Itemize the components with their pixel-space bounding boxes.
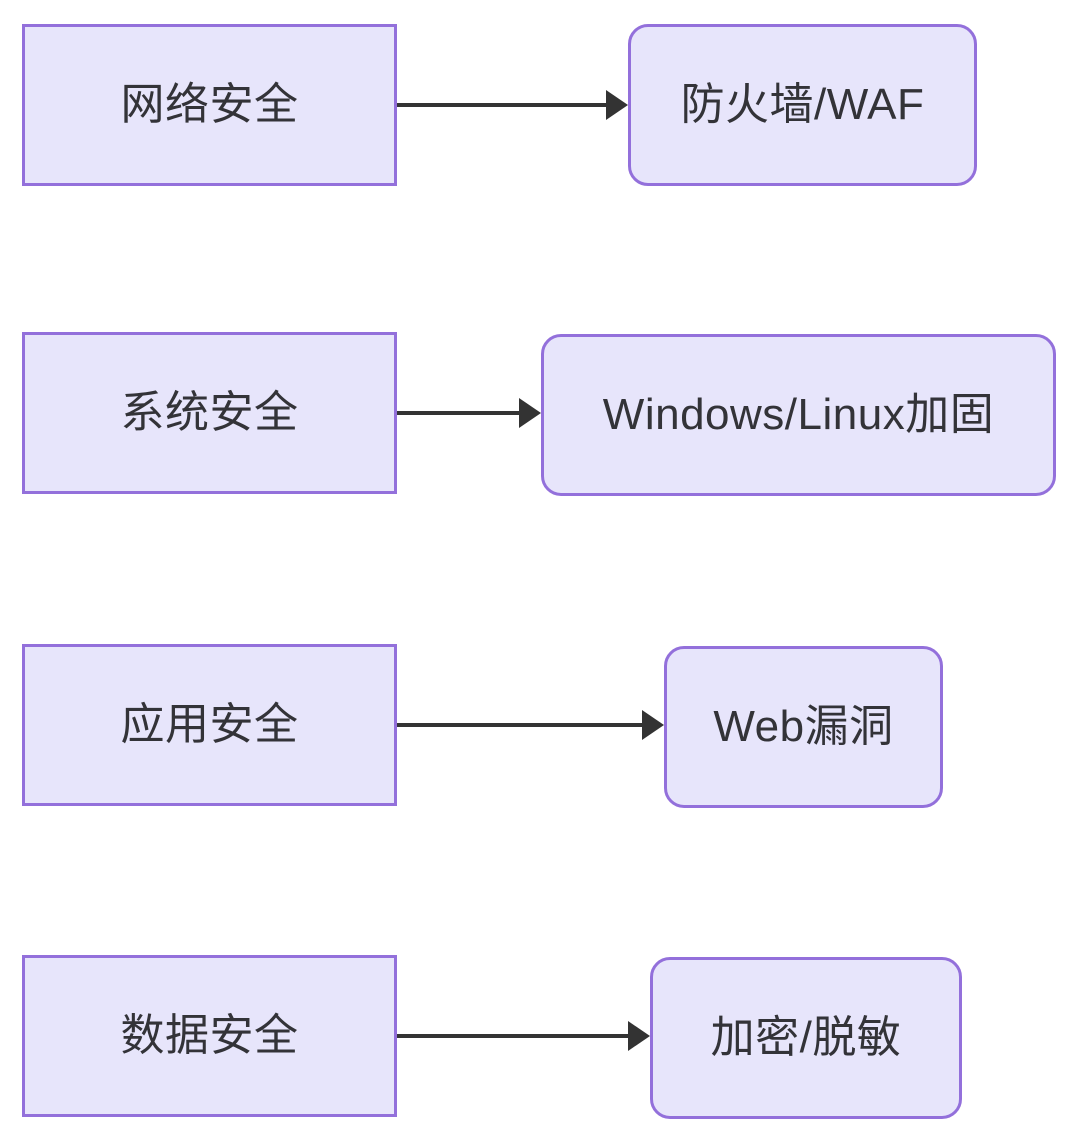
node-network-security[interactable]: 网络安全 xyxy=(22,24,397,186)
edge-data-security-to-encryption-masking xyxy=(397,1016,650,1056)
node-label-encryption-masking: 加密/脱敏 xyxy=(710,1012,902,1062)
node-label-windows-linux-hardening: Windows/Linux加固 xyxy=(602,389,995,439)
node-windows-linux-hardening[interactable]: Windows/Linux加固 xyxy=(541,334,1056,496)
node-data-security[interactable]: 数据安全 xyxy=(22,955,397,1117)
node-label-web-vulnerability: Web漏洞 xyxy=(713,701,894,751)
node-label-network-security: 网络安全 xyxy=(120,79,299,129)
arrowhead-icon xyxy=(642,710,664,740)
arrowhead-icon xyxy=(606,90,628,120)
node-label-data-security: 数据安全 xyxy=(120,1010,299,1060)
arrowhead-icon xyxy=(628,1021,650,1051)
node-web-vulnerability[interactable]: Web漏洞 xyxy=(664,646,943,808)
edge-application-security-to-web-vulnerability xyxy=(397,705,664,745)
node-label-system-security: 系统安全 xyxy=(120,387,299,437)
node-firewall-waf[interactable]: 防火墙/WAF xyxy=(628,24,977,186)
node-label-application-security: 应用安全 xyxy=(120,699,299,749)
edge-system-security-to-windows-linux-hardening xyxy=(397,393,541,433)
node-application-security[interactable]: 应用安全 xyxy=(22,644,397,806)
node-encryption-masking[interactable]: 加密/脱敏 xyxy=(650,957,962,1119)
node-system-security[interactable]: 系统安全 xyxy=(22,332,397,494)
edge-network-security-to-firewall-waf xyxy=(397,85,628,125)
node-label-firewall-waf: 防火墙/WAF xyxy=(680,79,925,129)
arrowhead-icon xyxy=(519,398,541,428)
